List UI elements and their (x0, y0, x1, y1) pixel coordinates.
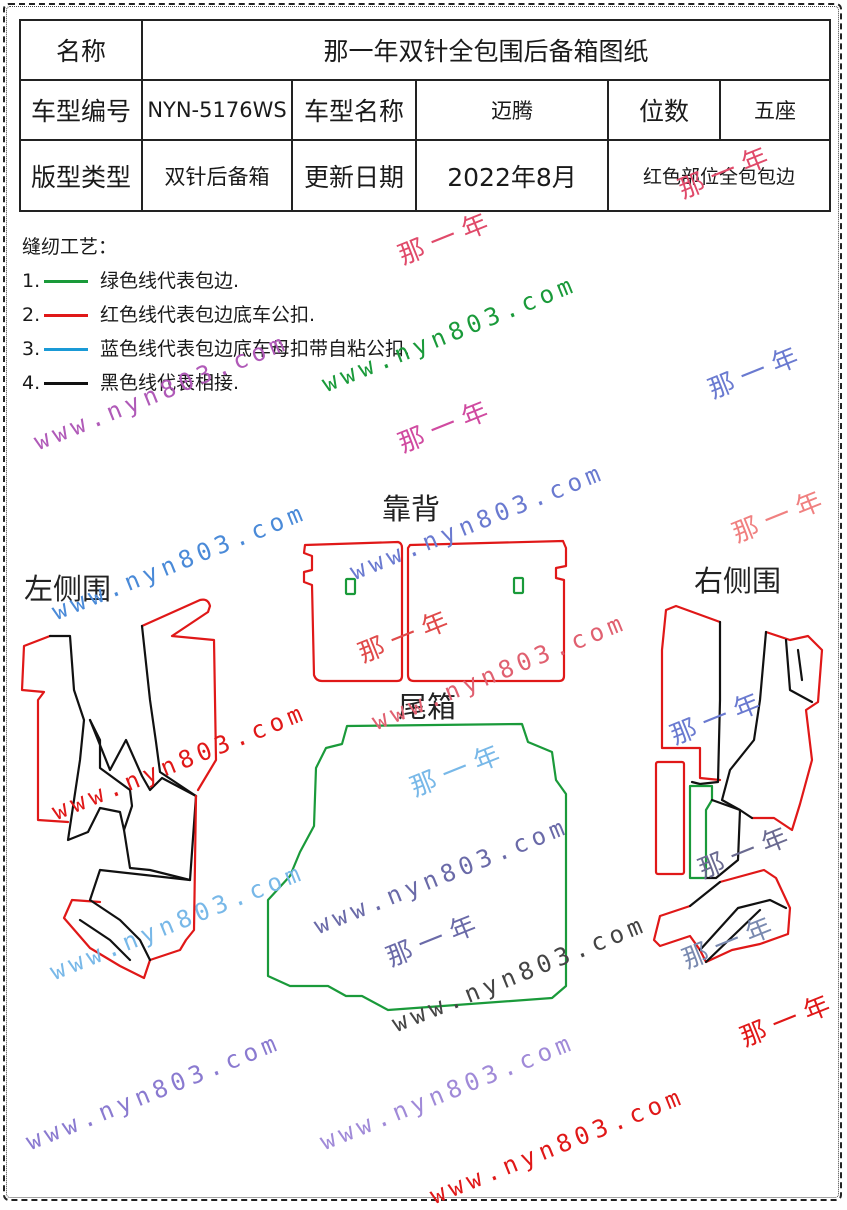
name-value: 那一年双针全包围后备箱图纸 (140, 19, 832, 81)
pattern-type-value: 双针后备箱 (141, 139, 293, 212)
backrest-left-piece (302, 540, 404, 683)
left-black-2 (140, 624, 198, 798)
update-date-label: 更新日期 (291, 139, 417, 212)
legend-item: 4. 黑色线代表相接. (22, 366, 410, 400)
legend-text: 蓝色线代表包边底车母扣带自粘公扣. (100, 338, 411, 360)
legend-num: 3. (22, 338, 41, 360)
right-lower-black (688, 880, 788, 964)
page-border-inner (6, 6, 839, 1198)
left-black-3 (88, 718, 198, 882)
sewing-legend: 缝纫工艺： 1. 绿色线代表包边. 2. 红色线代表包边底车公扣. 3. 蓝色线… (22, 230, 410, 400)
right-red-strip (654, 760, 686, 876)
pattern-type-label: 版型类型 (19, 139, 143, 212)
legend-item: 3. 蓝色线代表包边底车母扣带自粘公扣. (22, 332, 410, 366)
right-black-2 (720, 630, 814, 820)
backrest-pieces (302, 539, 568, 683)
seats-value: 五座 (718, 79, 832, 141)
note-value: 红色部位全包包边 (606, 139, 832, 212)
right-black-3 (704, 798, 742, 880)
legend-item: 1. 绿色线代表包边. (22, 264, 410, 298)
trunk-label: 尾箱 (398, 690, 457, 724)
backrest-right-piece (406, 539, 568, 683)
right-side-pieces (652, 604, 824, 964)
model-name-label: 车型名称 (291, 79, 417, 141)
seats-label: 位数 (607, 79, 721, 141)
legend-num: 1. (22, 270, 41, 292)
legend-text: 红色线代表包边底车公扣. (100, 304, 316, 326)
green-line-swatch (44, 279, 88, 283)
backrest-label: 靠背 (382, 492, 441, 526)
right-black-1 (690, 620, 722, 786)
right-green-strip (688, 784, 714, 880)
spec-row-name: 名称 那一年双针全包围后备箱图纸 (19, 19, 832, 81)
legend-num: 2. (22, 304, 41, 326)
legend-title: 缝纫工艺： (22, 236, 118, 258)
model-name-value: 迈腾 (415, 79, 609, 141)
blue-line-swatch (44, 347, 88, 351)
left-black-1 (48, 634, 134, 842)
legend-text: 绿色线代表包边. (100, 270, 240, 292)
right-side-label: 右侧围 (694, 564, 782, 598)
right-outer-red (660, 604, 722, 782)
legend-num: 4. (22, 372, 41, 394)
legend-text: 黑色线代表相接. (100, 372, 240, 394)
left-upper-red (20, 634, 70, 824)
red-line-swatch (44, 313, 88, 317)
spec-row-type: 版型类型 双针后备箱 更新日期 2022年8月 红色部位全包包边 (19, 139, 832, 212)
page-border (3, 3, 842, 1201)
trunk-piece (266, 722, 568, 1012)
left-lower-red (62, 794, 198, 980)
left-side-pieces (20, 598, 218, 980)
update-date-value: 2022年8月 (415, 139, 609, 212)
backrest-slot-right (512, 576, 525, 595)
right-red-2 (750, 630, 824, 832)
name-label: 名称 (19, 19, 143, 81)
right-lower-red (652, 868, 792, 964)
legend-item: 2. 红色线代表包边底车公扣. (22, 298, 410, 332)
left-outer-red (140, 598, 218, 792)
spec-row-model: 车型编号 NYN-5176WS 车型名称 迈腾 位数 五座 (19, 79, 832, 141)
left-lower-black (78, 868, 192, 962)
spec-table: 名称 那一年双针全包围后备箱图纸 车型编号 NYN-5176WS 车型名称 迈腾… (19, 19, 832, 212)
model-code-value: NYN-5176WS (141, 79, 293, 141)
backrest-slot-left (344, 577, 357, 596)
left-side-label: 左侧围 (24, 572, 112, 606)
black-line-swatch (44, 381, 88, 385)
model-code-label: 车型编号 (19, 79, 143, 141)
